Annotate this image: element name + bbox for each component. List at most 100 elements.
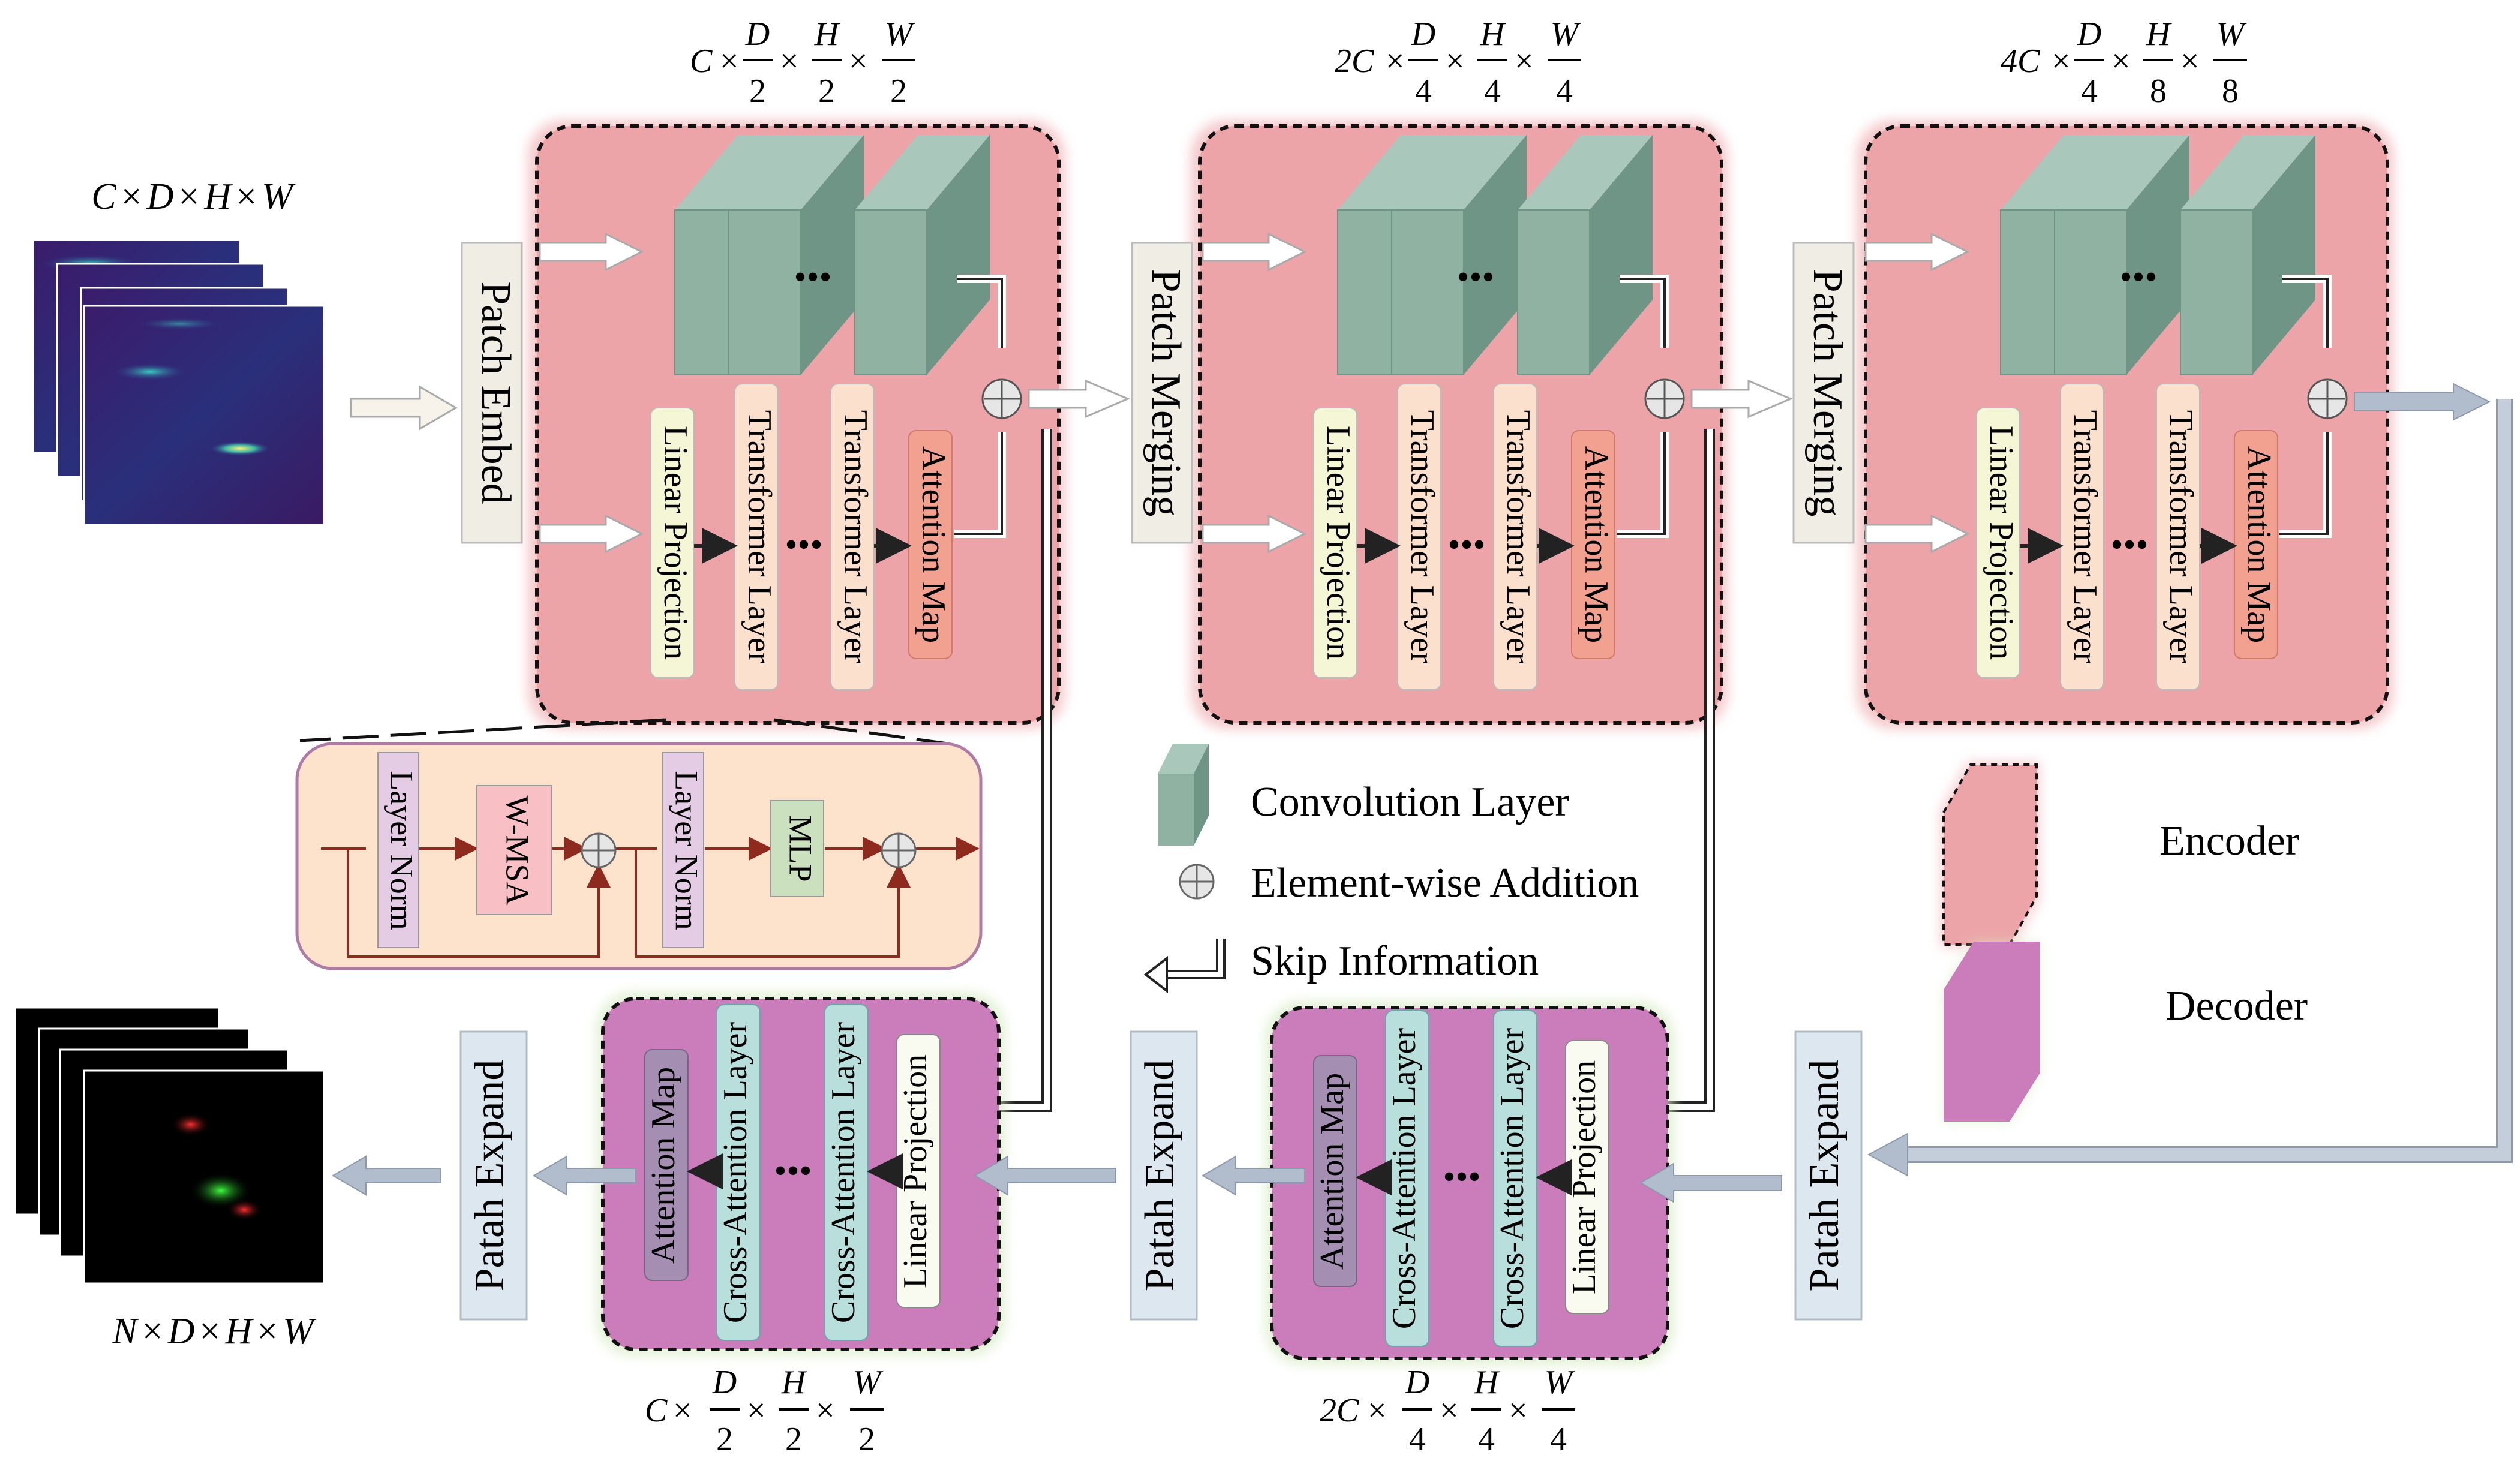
- input-arrow: [1202, 514, 1307, 554]
- flow-arrow: [974, 1155, 1116, 1196]
- enc3-dims-label: 4C × D 4 × H 8 × W 8: [2001, 16, 2247, 110]
- svg-text:2: 2: [858, 1421, 875, 1458]
- addition-icon: [581, 832, 617, 868]
- input-arrow: [539, 514, 644, 554]
- addition-icon: [1644, 378, 1685, 419]
- svg-text:4C: 4C: [2001, 43, 2040, 80]
- svg-text:Linear Projection: Linear Projection: [1983, 426, 2020, 660]
- decoder-1-internals: Attention Map Cross-Attention Layer Cros…: [644, 1004, 941, 1341]
- svg-text:Patch Embed: Patch Embed: [473, 281, 519, 504]
- flow-arrow: [1202, 1155, 1305, 1196]
- convolution-layer: [728, 135, 864, 375]
- input-arrow: [350, 385, 458, 431]
- linear-projection-box: Linear Projection: [1565, 1040, 1609, 1314]
- svg-text:Cross-Attention Layer: Cross-Attention Layer: [1494, 1027, 1531, 1329]
- svg-text:Transformer Layer: Transformer Layer: [837, 410, 874, 664]
- enc2-dims-label: 2C × D 4 × H 4 × W 4: [1335, 16, 1581, 110]
- output-arrow: [1690, 379, 1793, 419]
- transformer-layer-box: Transformer Layer: [1397, 383, 1441, 690]
- input-arrow: [539, 232, 644, 272]
- svg-text:C: C: [645, 1392, 668, 1429]
- layer-norm-box: Layer Norm: [377, 752, 420, 948]
- flow-arrow: [1639, 1162, 1782, 1203]
- output-slice: [83, 1069, 325, 1285]
- input-arrow: [1202, 232, 1307, 272]
- convolution-legend-icon: [1158, 744, 1209, 846]
- cross-attention-layer-box: Cross-Attention Layer: [1493, 1010, 1537, 1347]
- addition-icon: [2307, 378, 2348, 419]
- input-arrow: [1864, 232, 1970, 272]
- attention-map-box: Attention Map: [644, 1049, 689, 1281]
- patch-embed-box: Patch Embed: [461, 242, 523, 544]
- svg-text:Encoder: Encoder: [2159, 818, 2299, 864]
- linear-projection-box: Linear Projection: [1976, 407, 2020, 678]
- svg-text:W: W: [2216, 16, 2247, 53]
- svg-text:Attention Map: Attention Map: [1578, 446, 1615, 643]
- ellipsis: •••: [774, 1151, 812, 1191]
- svg-text:8: 8: [2222, 73, 2239, 110]
- svg-text:Linear Projection: Linear Projection: [897, 1054, 934, 1288]
- linear-projection-box: Linear Projection: [1313, 407, 1357, 678]
- svg-text:Linear Projection: Linear Projection: [1566, 1060, 1603, 1294]
- svg-text:×: ×: [1509, 1392, 1528, 1429]
- svg-text:4: 4: [2081, 73, 2098, 110]
- svg-text:Patah Expand: Patah Expand: [467, 1060, 513, 1292]
- ellipsis: •••: [1447, 525, 1485, 564]
- attention-map-box: Attention Map: [1313, 1055, 1357, 1287]
- svg-text:Transformer Layer: Transformer Layer: [2162, 410, 2200, 664]
- addition-icon: [881, 832, 917, 868]
- encoder-legend-swatch: [1941, 762, 2040, 948]
- encoder-3-internals: ••• Linear Projection Transformer Layer …: [1864, 135, 2348, 690]
- patch-expand-box-1: Patah Expand: [459, 1030, 528, 1321]
- transformer-detail-panel: Layer Norm W-MSA Layer Norm MLP: [295, 718, 983, 970]
- svg-text:D: D: [745, 16, 770, 53]
- svg-text:W: W: [1545, 1364, 1575, 1401]
- svg-text:×: ×: [2052, 43, 2071, 80]
- svg-text:×: ×: [849, 43, 868, 80]
- encoder-2-internals: ••• Linear Projection Transformer Layer …: [1202, 135, 1793, 690]
- bottleneck-connector: [1867, 383, 2513, 1177]
- svg-text:×: ×: [673, 1392, 692, 1429]
- svg-text:H: H: [1474, 1364, 1500, 1401]
- svg-text:Convolution Layer: Convolution Layer: [1251, 779, 1569, 825]
- ellipsis: •••: [1443, 1157, 1480, 1197]
- svg-text:×: ×: [1446, 43, 1465, 80]
- transformer-layer-box: Transformer Layer: [830, 383, 875, 690]
- svg-text:8: 8: [2150, 73, 2167, 110]
- cross-attention-layer-box: Cross-Attention Layer: [824, 1004, 869, 1341]
- skip-legend-icon: [1143, 939, 1226, 994]
- svg-text:Linear Projection: Linear Projection: [657, 426, 694, 660]
- svg-text:×: ×: [780, 43, 799, 80]
- svg-text:×: ×: [1386, 43, 1405, 80]
- svg-text:×: ×: [1515, 43, 1534, 80]
- svg-text:Attention Map: Attention Map: [2240, 446, 2278, 643]
- input-slice: [83, 305, 325, 526]
- output-volume: [14, 1006, 325, 1285]
- transformer-layer-box: Transformer Layer: [734, 383, 779, 690]
- svg-text:2: 2: [785, 1421, 802, 1458]
- decoder-flow-arrows: [332, 1155, 1782, 1203]
- svg-text:2C: 2C: [1320, 1392, 1359, 1429]
- attention-map-box: Attention Map: [2234, 430, 2278, 659]
- dec1-dims-label: C × D 2 × H 2 × W 2: [645, 1364, 884, 1458]
- patch-expand-box-2: Patah Expand: [1130, 1030, 1198, 1321]
- output-dims-label: N×D×H×W: [112, 1311, 317, 1352]
- svg-text:Attention Map: Attention Map: [915, 446, 952, 643]
- svg-text:×: ×: [2180, 43, 2200, 80]
- enc1-dims-label: C × D 2 × H 2 × W 2: [690, 16, 915, 110]
- svg-text:Transformer Layer: Transformer Layer: [1404, 410, 1441, 664]
- svg-text:2C: 2C: [1335, 43, 1374, 80]
- svg-text:Transformer Layer: Transformer Layer: [741, 410, 778, 664]
- svg-text:W: W: [885, 16, 915, 53]
- svg-text:N×D×H×W: N×D×H×W: [112, 1311, 317, 1352]
- svg-text:Cross-Attention Layer: Cross-Attention Layer: [1386, 1027, 1423, 1329]
- ellipsis: •••: [794, 257, 831, 297]
- svg-text:W-MSA: W-MSA: [500, 795, 536, 905]
- decoder-legend-swatch: [1944, 942, 2040, 1122]
- encoder-1-internals: ••• Linear Projection Transformer Layer …: [539, 135, 1130, 690]
- svg-text:4: 4: [1556, 73, 1573, 110]
- svg-text:H: H: [2146, 16, 2172, 53]
- ellipsis: •••: [1456, 257, 1494, 297]
- svg-text:Layer Norm: Layer Norm: [384, 771, 420, 930]
- svg-text:D: D: [712, 1364, 737, 1401]
